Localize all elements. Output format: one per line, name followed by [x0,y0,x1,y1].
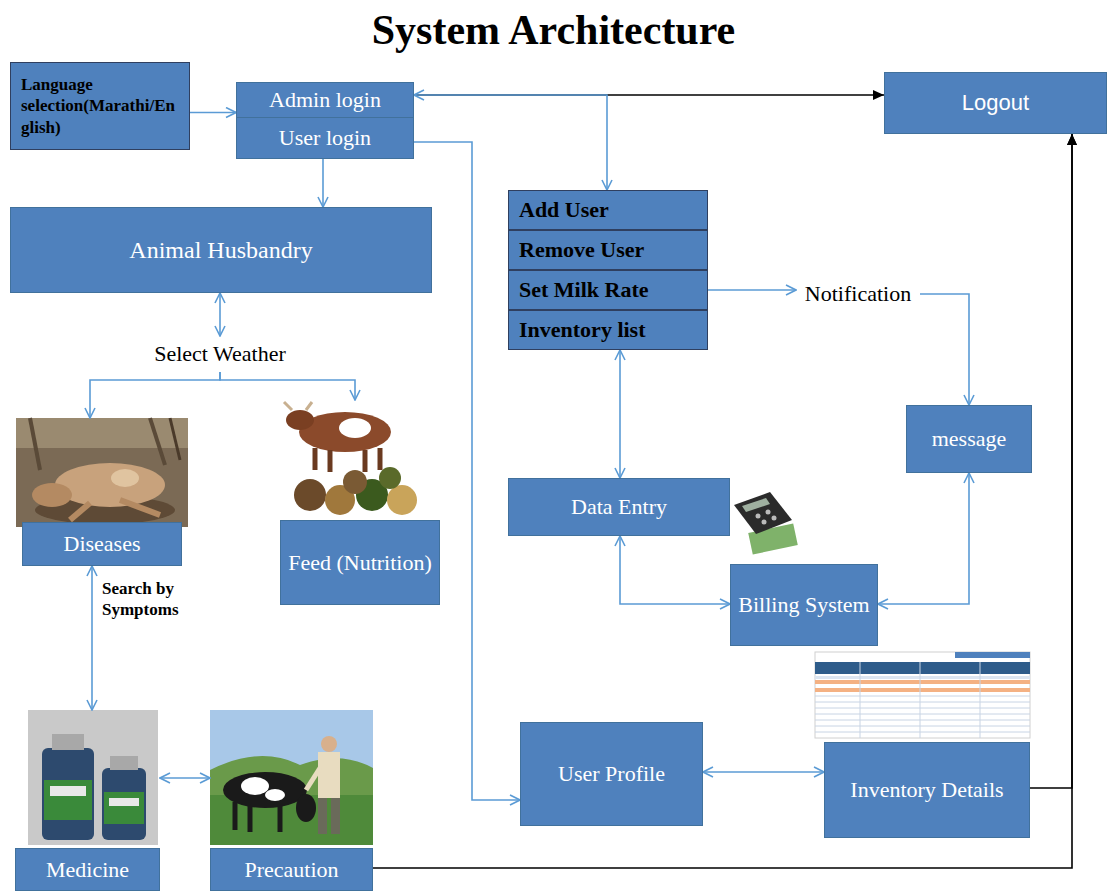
node-text: Remove User [509,234,707,266]
admin-action-box: Add User [508,190,708,230]
picture-caption: Precaution [210,848,373,891]
process-box: Inventory Details [824,742,1030,838]
node-text: Notification [799,278,917,310]
node-text: Set Milk Rate [509,274,707,306]
node-text: Admin login [263,84,387,116]
calculator-picture [734,492,798,555]
connector-arrow [878,473,969,604]
admin-action-box: Set Milk Rate [508,270,708,310]
connector-arrow [620,536,730,604]
spreadsheet-picture [815,652,1030,738]
node-text: Animal Husbandry [123,233,318,267]
node-text: User login [273,122,377,154]
node-text: Language selection(Marathi/English) [11,72,189,140]
medicine-picture [28,710,158,845]
node-text: Data Entry [565,491,673,523]
process-box: Billing System [730,564,878,646]
node-text: User Profile [552,758,671,790]
node-text: Add User [509,194,707,226]
node-text: Logout [956,87,1035,119]
sick-cow-picture [16,418,188,527]
connector-arrow [219,293,221,336]
picture-caption: Medicine [15,848,160,891]
node-text: Inventory Details [844,774,1009,806]
connector-arrow [1030,134,1072,788]
login-box: Admin login [236,82,414,118]
edge-label: Search by Symptoms [102,578,202,621]
diagram-title: System Architecture [0,6,1107,54]
plain-text-node: Notification [796,276,920,312]
logout-box: Logout [884,72,1107,134]
node-text: Billing System [732,589,875,621]
process-box: User Profile [520,722,703,826]
connector-arrow [322,159,324,207]
admin-action-box: Inventory list [508,310,708,350]
picture-caption: Diseases [22,522,182,566]
connector-arrow [708,289,796,291]
connector-arrow [91,566,93,710]
process-box: Data Entry [508,478,730,536]
picture-node: Precaution [210,710,373,891]
connector-arrow [373,134,1072,868]
picture-node: Feed (Nutrition) [280,400,440,605]
node-text: Select Weather [148,338,292,370]
picture-node: Diseases [16,418,188,566]
cow-feed-picture [284,402,417,515]
node-text: Inventory list [509,314,707,346]
language-box: Language selection(Marathi/English) [10,62,190,150]
connector-arrow [90,372,220,418]
connector-arrow [160,777,210,779]
admin-action-box: Remove User [508,230,708,270]
picture-node: Medicine [15,710,160,891]
process-box: message [906,405,1032,473]
login-box: User login [236,117,414,159]
connector-arrow [220,372,355,400]
connector-arrow [619,350,621,478]
connector-arrow [920,294,969,405]
plain-text-node: Select Weather [130,336,310,372]
connector-arrow [190,112,236,114]
picture-caption: Feed (Nutrition) [280,520,440,605]
node-text: message [926,423,1013,455]
connector-arrow [703,771,824,773]
module-box: Animal Husbandry [10,207,432,293]
precaution-picture [210,710,373,845]
